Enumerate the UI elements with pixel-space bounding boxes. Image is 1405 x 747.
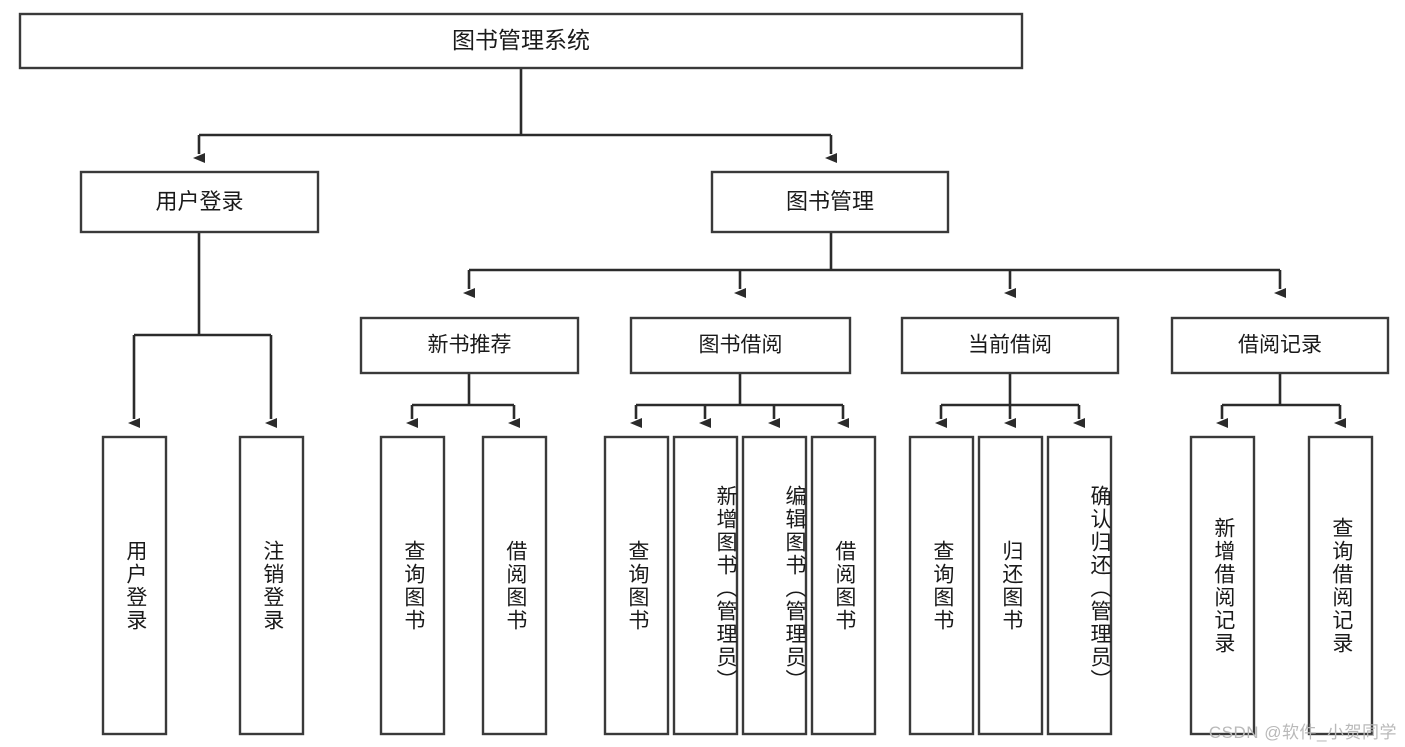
node-book-borrow[interactable]: 图书借阅 [629,316,852,375]
node-book-management[interactable]: 图书管理 [710,170,950,234]
node-borrow-record[interactable]: 借阅记录 [1170,316,1390,375]
leaf-box-user-login-1[interactable] [238,435,305,736]
leaf-box-new-book-1[interactable] [481,435,548,736]
leaf-box-current-borrow-0[interactable] [908,435,975,736]
node-new-book-recommend-label: 新书推荐 [428,334,512,357]
connector-bookmgmt-to-level2 [463,232,1286,298]
node-borrow-record-label: 借阅记录 [1238,334,1322,357]
connector-currentborrow-to-leaves [935,373,1085,428]
connector-root-to-level1 [193,68,837,163]
leaf-box-borrow-record-0[interactable] [1189,435,1256,736]
leaf-box-book-borrow-2[interactable] [741,435,808,736]
leaf-box-user-login-0[interactable] [101,435,168,736]
node-new-book-recommend[interactable]: 新书推荐 [359,316,580,375]
leaf-box-book-borrow-0[interactable] [603,435,670,736]
leaf-box-book-borrow-3[interactable] [810,435,877,736]
node-root-label: 图书管理系统 [452,27,590,53]
connector-bookborrow-to-leaves [630,373,849,428]
node-current-borrow[interactable]: 当前借阅 [900,316,1120,375]
node-book-borrow-label: 图书借阅 [699,334,783,357]
connector-userlogin-to-leaves [128,232,277,428]
node-user-login-label: 用户登录 [155,189,243,214]
leaf-box-book-borrow-1[interactable] [672,435,739,736]
leaf-box-current-borrow-2[interactable] [1046,435,1113,736]
watermark-text: CSDN @软件_小贺同学 [1208,723,1397,742]
node-root[interactable]: 图书管理系统 [18,12,1024,70]
node-book-management-label: 图书管理 [786,189,874,214]
connector-newbook-to-leaves [406,373,520,428]
node-user-login[interactable]: 用户登录 [79,170,320,234]
leaf-box-new-book-0[interactable] [379,435,446,736]
connector-borrowrecord-to-leaves [1216,373,1346,428]
leaf-box-current-borrow-1[interactable] [977,435,1044,736]
leaf-box-borrow-record-1[interactable] [1307,435,1374,736]
node-current-borrow-label: 当前借阅 [968,334,1052,357]
